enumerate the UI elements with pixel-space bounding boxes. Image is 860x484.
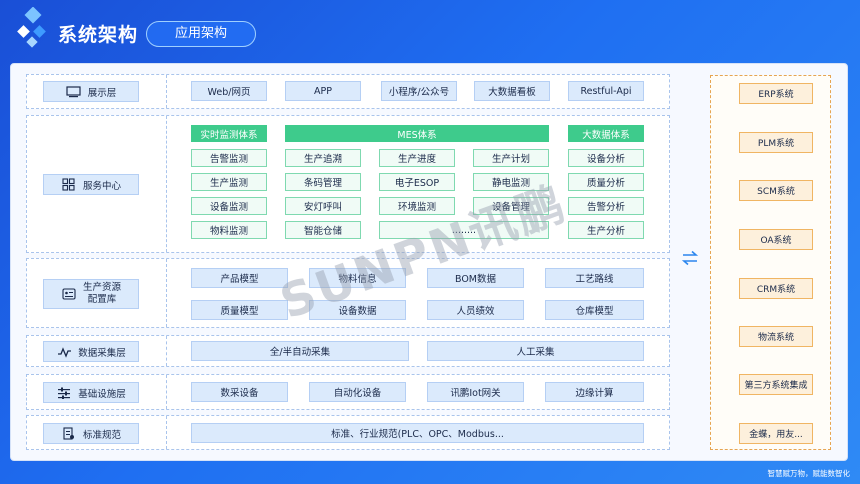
external-system-item: CRM系统 (739, 278, 813, 299)
display-layer-row: 展示层 Web/网页 APP 小程序/公众号 大数据看板 Restful-Api (26, 74, 670, 109)
resource-config-label: 生产资源配置库 (43, 279, 139, 309)
realtime-item: 物料监测 (191, 221, 267, 239)
realtime-item: 生产监测 (191, 173, 267, 191)
resource-item: 产品模型 (191, 268, 288, 288)
standards-item: 标准、行业规范(PLC、OPC、Modbus... (191, 423, 644, 443)
infrastructure-row: 基础设施层 数采设备 自动化设备 讯鹏Iot网关 边缘计算 (26, 374, 670, 410)
grid-icon (61, 178, 77, 192)
infrastructure-item: 讯鹏Iot网关 (427, 382, 524, 402)
group-realtime-header: 实时监测体系 (191, 125, 267, 142)
mes-item: 安灯呼叫 (285, 197, 361, 215)
bigdata-item: 告警分析 (568, 197, 644, 215)
realtime-item: 告警监测 (191, 149, 267, 167)
bigdata-item: 质量分析 (568, 173, 644, 191)
document-icon (61, 427, 77, 441)
standards-label: 标准规范 (43, 423, 139, 444)
bigdata-item: 生产分析 (568, 221, 644, 239)
sync-arrows-icon (681, 250, 699, 266)
infrastructure-item: 数采设备 (191, 382, 288, 402)
mes-item: 条码管理 (285, 173, 361, 191)
data-collection-row: 数据采集层 全/半自动采集 人工采集 (26, 335, 670, 367)
collection-item-auto: 全/半自动采集 (191, 341, 409, 361)
mes-item: 电子ESOP (379, 173, 455, 191)
display-item-dashboard: 大数据看板 (474, 81, 550, 101)
mes-item: 环境监测 (379, 197, 455, 215)
external-system-item: SCM系统 (739, 180, 813, 201)
id-card-icon (61, 287, 77, 301)
display-layer-label: 展示层 (43, 81, 139, 102)
external-system-item: PLM系统 (739, 132, 813, 153)
group-bigdata-header: 大数据体系 (568, 125, 644, 142)
external-system-item: 物流系统 (739, 326, 813, 347)
external-systems-column: ERP系统 PLM系统 SCM系统 OA系统 CRM系统 物流系统 第三方系统集… (710, 75, 831, 450)
resource-item: 设备数据 (309, 300, 406, 320)
external-system-item: ERP系统 (739, 83, 813, 104)
mes-item: 生产进度 (379, 149, 455, 167)
bigdata-item: 设备分析 (568, 149, 644, 167)
display-item-restful: Restful-Api (568, 81, 644, 101)
external-system-item: OA系统 (739, 229, 813, 250)
group-mes-header: MES体系 (285, 125, 549, 142)
page-title: 系统架构 (58, 24, 139, 46)
diamond-logo-icon (17, 7, 46, 48)
external-system-item: 金蝶，用友... (739, 423, 813, 444)
display-item-miniprogram: 小程序/公众号 (381, 81, 457, 101)
infrastructure-item: 自动化设备 (309, 382, 406, 402)
infrastructure-label: 基础设施层 (43, 382, 139, 403)
tab-application-architecture[interactable]: 应用架构 (146, 21, 256, 47)
collection-item-manual: 人工采集 (427, 341, 644, 361)
resource-item: 人员绩效 (427, 300, 524, 320)
standards-row: 标准规范 标准、行业规范(PLC、OPC、Modbus... (26, 415, 670, 450)
mes-item: 设备管理 (473, 197, 549, 215)
resource-item: 物料信息 (309, 268, 406, 288)
mes-item: 静电监测 (473, 173, 549, 191)
display-item-app: APP (285, 81, 361, 101)
sliders-icon (56, 386, 72, 400)
mes-item: ........ (379, 221, 549, 239)
footer-slogan: 智慧赋万物，赋能数智化 (767, 469, 851, 478)
pulse-icon (56, 345, 72, 359)
mes-item: 生产追溯 (285, 149, 361, 167)
service-center-row: 服务中心 实时监测体系 告警监测 生产监测 设备监测 物料监测 MES体系 生产… (26, 115, 670, 253)
resource-config-row: 生产资源配置库 产品模型 物料信息 BOM数据 工艺路线 质量模型 设备数据 人… (26, 258, 670, 328)
service-center-label: 服务中心 (43, 174, 139, 195)
resource-item: BOM数据 (427, 268, 524, 288)
data-collection-label: 数据采集层 (43, 341, 139, 362)
resource-item: 工艺路线 (545, 268, 644, 288)
resource-item: 质量模型 (191, 300, 288, 320)
external-system-item: 第三方系统集成 (739, 374, 813, 395)
mes-item: 生产计划 (473, 149, 549, 167)
realtime-item: 设备监测 (191, 197, 267, 215)
display-item-web: Web/网页 (191, 81, 267, 101)
mes-item: 智能仓储 (285, 221, 361, 239)
monitor-icon (66, 85, 82, 99)
infrastructure-item: 边缘计算 (545, 382, 644, 402)
resource-item: 仓库模型 (545, 300, 644, 320)
